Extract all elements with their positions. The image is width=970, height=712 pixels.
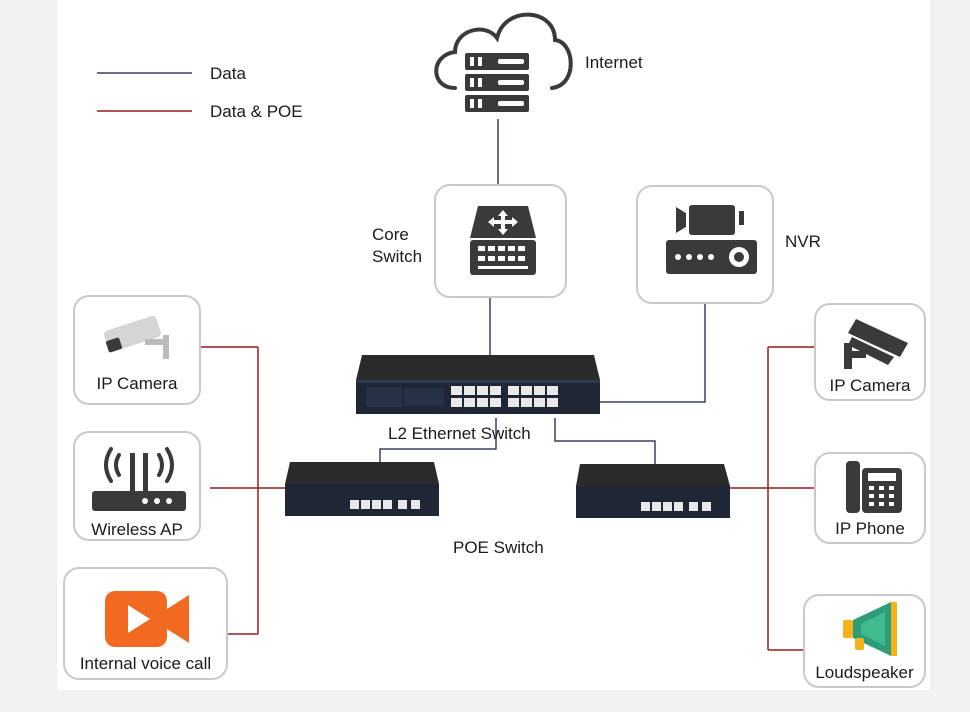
wireless-ap-node: Wireless AP <box>73 431 201 541</box>
core-switch-label-line1: Core <box>372 225 409 244</box>
nvr-recorder-icon <box>666 205 757 274</box>
cloud-server-icon <box>434 12 573 114</box>
left-poe-switch-device <box>285 462 439 516</box>
internet-label: Internet <box>585 53 643 72</box>
loudspeaker-label: Loudspeaker <box>815 663 914 682</box>
l2-switch-label: L2 Ethernet Switch <box>388 424 531 443</box>
legend-data-poe-label: Data & POE <box>210 102 303 121</box>
megaphone-icon <box>843 602 897 656</box>
core-switch-node <box>434 184 567 298</box>
nvr-node <box>636 185 774 304</box>
internal-voice-call-node: Internal voice call <box>63 567 228 680</box>
poe-switch-label: POE Switch <box>453 538 544 557</box>
l2-ethernet-switch-device <box>356 355 600 414</box>
desk-phone-icon <box>846 461 902 513</box>
loudspeaker-node: Loudspeaker <box>803 594 926 688</box>
internal-voice-call-label: Internal voice call <box>79 654 212 673</box>
ip-phone-node: IP Phone <box>814 452 926 544</box>
right-poe-switch-device <box>576 464 730 518</box>
l2-to-right-poe-line <box>554 418 656 465</box>
ip-camera-right-label: IP Camera <box>829 376 911 395</box>
nvr-label: NVR <box>785 232 821 251</box>
cctv-camera-icon <box>844 319 908 369</box>
core-switch-label-line2: Switch <box>372 247 423 266</box>
ip-camera-right-node: IP Camera <box>814 303 926 401</box>
ip-phone-label: IP Phone <box>835 519 905 538</box>
l2-to-left-poe-line <box>379 418 497 463</box>
legend-data-label: Data <box>210 64 246 83</box>
wifi-router-icon <box>92 447 186 511</box>
bullet-camera-icon <box>103 315 169 359</box>
ip-camera-left-node: IP Camera <box>73 295 201 405</box>
core-switch-icon <box>470 206 536 275</box>
wireless-ap-label: Wireless AP <box>91 520 183 539</box>
video-call-icon <box>105 591 189 647</box>
nvr-to-l2-line <box>598 303 706 403</box>
ip-camera-left-label: IP Camera <box>96 374 178 393</box>
